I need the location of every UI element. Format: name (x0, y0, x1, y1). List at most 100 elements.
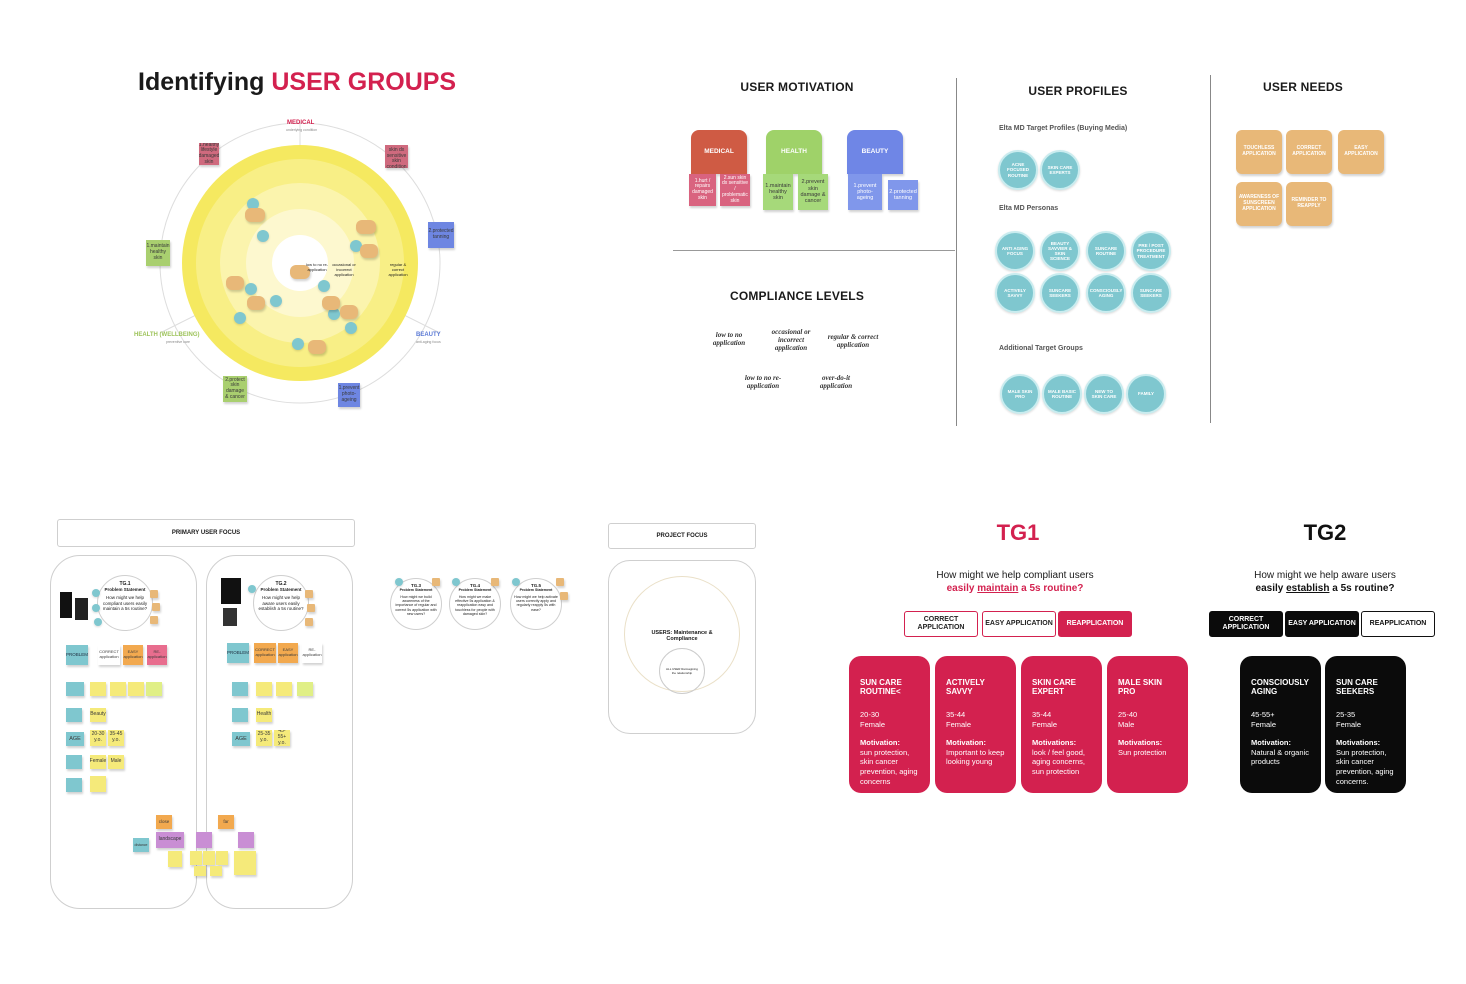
tg2-title: TG2 (1303, 520, 1347, 545)
landscape-note: landscape (156, 832, 184, 848)
tg1-card-skin-care-expert: SKIN CARE EXPERT 35-44 Female Motivation… (1021, 656, 1102, 793)
compliance-level: low to no re-application (744, 374, 782, 390)
tg2-reapplication-button[interactable]: REAPPLICATION (1361, 611, 1435, 637)
tg2-age-1: 25-35 y.o. (256, 730, 272, 746)
wheel-orange-note (290, 265, 310, 279)
wheel-note-medical-1: 1.healthy lifestyle damaged skin (199, 143, 219, 165)
card-motivation: sun protection, skin cancer prevention, … (860, 747, 918, 786)
tg-dot (512, 578, 520, 586)
tg2-re-note: RE- application (302, 643, 322, 663)
mini-problem-label: TG.5 (530, 583, 541, 588)
tg2-problem-note: PROBLEM (227, 643, 249, 663)
compliance-level: over-do-it application (819, 374, 853, 390)
wheel-label-beauty-sub: anti-aging focus (416, 340, 441, 344)
card-gender: Male (1118, 720, 1135, 730)
tg2-problem-label: TG.2 (275, 581, 287, 587)
card-motivation-label: Motivation: (860, 737, 900, 747)
card-age: 25-40 (1118, 710, 1138, 720)
profiles-sub-personas: Elta MD Personas (999, 205, 1059, 212)
close-note: close (156, 815, 172, 829)
wheel-dot (247, 198, 259, 210)
purple-note (196, 832, 212, 848)
tg1-easy-button[interactable]: EASY APPLICATION (982, 611, 1056, 637)
tg1-reapplication-button[interactable]: REAPPLICATION (1058, 611, 1132, 637)
profile-dot: MALE BASIC ROUTINE (1042, 374, 1082, 414)
wheel-orange-note (308, 340, 326, 354)
profile-dot: SKIN CARE EXPERTS (1040, 150, 1080, 190)
tg1-correct-note: CORRECT application (98, 645, 120, 665)
project-focus-title: PROJECT FOCUS (656, 533, 708, 539)
wheel-label-medical: MEDICAL (287, 120, 315, 126)
wheel-label-beauty: BEAUTY (416, 332, 441, 338)
tg2-problem-q: How might we help aware users easily est… (258, 595, 304, 612)
wheel-orange-note (247, 296, 265, 310)
tg1-q-strong: maintain (977, 583, 1019, 594)
card-title: CONSCIOUSLY AGING (1251, 678, 1309, 697)
card-motivation: Natural & organic products (1251, 747, 1309, 767)
wheel-orange-note (226, 276, 244, 290)
tg2-easy-note: EASY application (278, 643, 298, 663)
tg1-age-label: AGE (66, 732, 84, 746)
motivation-note: 1.prevent photo-ageing (848, 174, 882, 210)
tg1-q-post: a 5s routine? (1018, 583, 1084, 594)
project-focus-inner-circle: ALL USER Reimagining the relationship (659, 648, 705, 694)
tg1-card-actively-savvy: ACTIVELY SAVVY 35-44 Female Motivation: … (935, 656, 1016, 793)
card-motivation: Sun protection, skin cancer prevention, … (1336, 747, 1394, 786)
profiles-sub-target: Elta MD Target Profiles (Buying Media) (999, 125, 1128, 132)
mini-problem-circle: TG.4 Problem Statement How might we make… (449, 578, 501, 630)
profile-dot: CONSCIOUSLY AGING (1086, 273, 1126, 313)
tg1-age-2: 35-45 y.o. (108, 730, 124, 746)
tg2-q-strong: establish (1286, 583, 1330, 594)
card-gender: Female (946, 720, 972, 730)
tg-orange-note (307, 604, 315, 612)
yellow-note (210, 866, 222, 876)
section-divider (956, 78, 957, 426)
primary-focus-title: PRIMARY USER FOCUS (171, 530, 241, 536)
card-age: 20-30 (860, 710, 880, 720)
tg-orange-note (556, 578, 564, 586)
tg1-row-note (146, 682, 162, 696)
wheel-dot (350, 240, 362, 252)
tg-orange-note (305, 618, 313, 626)
profile-dot: ACTIVELY SAVVY (995, 273, 1035, 313)
wheel-note-beauty-1: 1.prevent photo-ageing (338, 383, 360, 407)
tg2-q-post: a 5s routine? (1329, 583, 1395, 594)
profile-dot: SUNCARE SEEKERS (1131, 273, 1171, 313)
card-title: SUN CARE SEEKERS (1336, 678, 1378, 697)
card-gender: Female (1032, 720, 1058, 730)
motivation-group-medical: MEDICAL (691, 130, 747, 174)
mini-problem-circle: TG.5 Problem Statement How might we help… (510, 578, 562, 630)
wheel-center-label-3: regular & correct application (388, 262, 408, 277)
project-focus-header: PROJECT FOCUS (608, 523, 756, 549)
compliance-level: regular & correct application (827, 333, 879, 349)
wheel-note-health-2: 2.protect skin damage & cancer (223, 376, 247, 402)
mini-problem-q: How might we help activate users correct… (514, 594, 558, 612)
wheel-note-health-1: 1.maintain healthy skin (146, 240, 170, 266)
tg2-easy-button[interactable]: EASY APPLICATION (1285, 611, 1359, 637)
card-age: 25-35 (1336, 710, 1356, 720)
card-motivation: Important to keep looking young (946, 747, 1005, 767)
tg1-row-note (66, 778, 82, 792)
card-motivation-label: Motivations: (1336, 737, 1381, 747)
tg2-card-sun-care-seekers: SUN CARE SEEKERS 25-35 Female Motivation… (1325, 656, 1406, 793)
card-gender: Female (1336, 720, 1362, 730)
wheel-label-medical-sub: underlying condition (286, 128, 318, 132)
tg1-male-note: Male (108, 755, 124, 769)
wheel-orange-note (360, 244, 378, 258)
tg2-correct-button[interactable]: CORRECT APPLICATION (1209, 611, 1283, 637)
tg1-row-note (128, 682, 144, 696)
wheel-orange-note (356, 220, 376, 234)
compliance-level: low to no application (712, 331, 746, 347)
profile-dot: NEW TO SKIN CARE (1084, 374, 1124, 414)
tg2-age-label: AGE (232, 732, 250, 746)
tg-dot (92, 589, 100, 597)
yellow-note (190, 851, 202, 865)
mini-problem-q: How might we build awareness of the impo… (395, 594, 437, 616)
compliance-title: COMPLIANCE LEVELS (729, 289, 865, 303)
motivation-note: 2.sun skin dx sensitive / problematic sk… (720, 174, 750, 206)
tg1-row-note (66, 708, 82, 722)
tg1-correct-button[interactable]: CORRECT APPLICATION (904, 611, 978, 637)
tg1-card-male-skin-pro: MALE SKIN PRO 25-40 Male Motivations: Su… (1107, 656, 1188, 793)
tg2-correct-note: CORRECT application (254, 643, 276, 663)
primary-focus-header: PRIMARY USER FOCUS (57, 519, 355, 547)
